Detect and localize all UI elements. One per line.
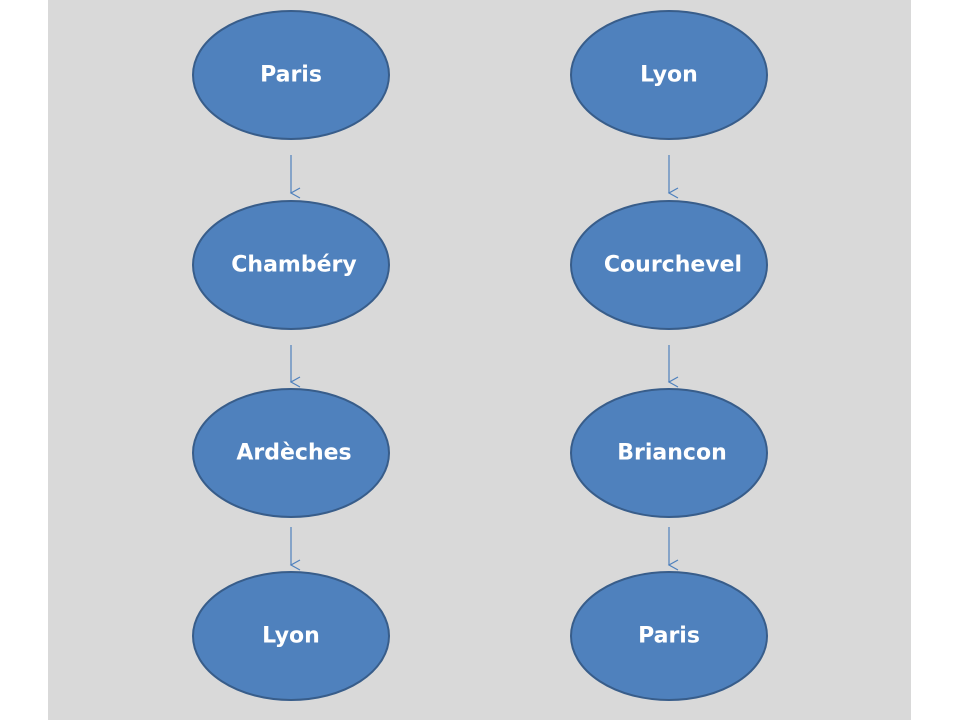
node-left-2: Chambéry [192, 200, 390, 330]
node-label: Lyon [640, 63, 698, 88]
node-label: Lyon [262, 624, 320, 649]
node-right-4: Paris [570, 571, 768, 701]
node-left-4: Lyon [192, 571, 390, 701]
column-right: Lyon Courchevel Briancon Paris [570, 10, 768, 701]
diagram-panel [48, 0, 911, 720]
column-left: Paris Chambéry Ardèches Lyon [192, 10, 390, 701]
node-right-3: Briancon [570, 388, 768, 518]
node-left-1: Paris [192, 10, 390, 140]
node-label: Chambéry [231, 253, 356, 278]
node-label: Ardèches [236, 441, 351, 466]
node-label: Paris [260, 63, 322, 88]
node-left-3: Ardèches [192, 388, 390, 518]
node-label: Briancon [617, 441, 726, 466]
node-right-1: Lyon [570, 10, 768, 140]
node-right-2: Courchevel [570, 200, 768, 330]
node-label: Courchevel [604, 253, 742, 278]
node-label: Paris [638, 624, 700, 649]
